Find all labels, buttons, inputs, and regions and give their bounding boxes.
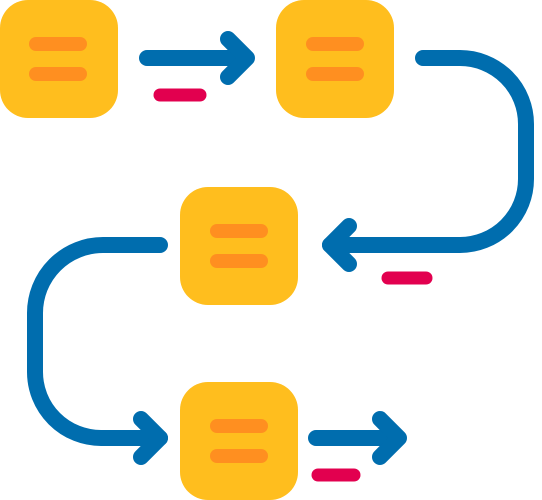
step-box-3 xyxy=(180,187,298,305)
connector-arrow-2 xyxy=(322,50,534,272)
arrow-head-icon xyxy=(133,411,168,465)
step-box-2 xyxy=(276,0,394,118)
step-box-icon xyxy=(180,382,298,500)
step-box-1 xyxy=(0,0,118,118)
arrow-curve xyxy=(27,237,168,446)
connector-arrow-3 xyxy=(27,237,168,465)
arrow-curve xyxy=(322,50,534,253)
step-box-icon xyxy=(180,187,298,305)
arrow-head-icon xyxy=(322,218,357,272)
step-box-icon xyxy=(276,0,394,118)
connector-arrow-4 xyxy=(308,411,407,465)
step-box-4 xyxy=(180,382,298,500)
arrow-head-icon xyxy=(372,411,407,465)
connector-arrow-1 xyxy=(139,31,255,85)
arrow-head-icon xyxy=(220,31,255,85)
step-box-icon xyxy=(0,0,118,118)
